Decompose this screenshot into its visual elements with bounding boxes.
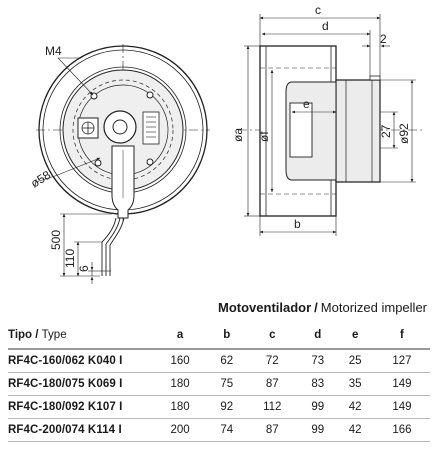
header-type: Tipo / Type <box>8 326 152 350</box>
value-cell: 92 <box>208 395 246 419</box>
table-header-row: Tipo / Type a b c d e f <box>8 326 430 350</box>
label-a: øa <box>231 128 245 142</box>
mount-hole <box>94 159 102 167</box>
label-d: d <box>322 19 329 33</box>
table-row: RF4C-160/062 K040 I 160 62 72 73 25 127 <box>8 349 430 373</box>
header-d: d <box>299 326 337 350</box>
value-cell: 83 <box>299 372 337 396</box>
motor-body <box>335 79 381 183</box>
header-e: e <box>336 326 374 350</box>
value-cell: 25 <box>336 349 374 373</box>
value-cell: 42 <box>336 418 374 442</box>
label-c: c <box>315 3 321 17</box>
value-cell: 87 <box>245 372 300 396</box>
value-cell: 127 <box>373 349 430 373</box>
value-cell: 72 <box>245 349 300 373</box>
label-6: 6 <box>77 265 91 272</box>
model-cell: RF4C-160/062 K040 I <box>8 349 152 373</box>
header-b: b <box>208 326 246 350</box>
table-row: RF4C-180/075 K069 I 180 75 87 83 35 149 <box>8 372 430 396</box>
label-f: øf <box>257 131 271 142</box>
label-phi92: ø92 <box>397 123 411 144</box>
value-cell: 149 <box>373 395 430 419</box>
model-cell: RF4C-180/075 K069 I <box>8 372 152 396</box>
value-cell: 166 <box>373 418 430 442</box>
value-cell: 42 <box>336 395 374 419</box>
label-110: 110 <box>63 249 77 268</box>
side-dimensions <box>244 14 416 236</box>
title-separator: / <box>314 300 318 315</box>
hub <box>103 110 137 144</box>
cable-leads <box>101 217 125 276</box>
value-cell: 180 <box>152 395 209 419</box>
value-cell: 200 <box>152 418 209 442</box>
value-cell: 87 <box>245 418 300 442</box>
label-2: 2 <box>380 32 387 46</box>
value-cell: 74 <box>208 418 246 442</box>
title-spanish: Motoventilador <box>218 300 312 315</box>
model-cell: RF4C-180/092 K107 I <box>8 395 152 419</box>
label-27: 27 <box>379 124 393 138</box>
label-e: e <box>303 97 310 111</box>
value-cell: 62 <box>208 349 246 373</box>
technical-drawing: M4 ø58 500 110 6 <box>28 3 425 284</box>
header-a: a <box>152 326 209 350</box>
mount-hole <box>146 158 154 166</box>
front-dimensions <box>35 57 112 284</box>
value-cell: 160 <box>152 349 209 373</box>
section-title: Motoventilador/Motorized impeller <box>0 300 427 315</box>
header-c: c <box>245 326 300 350</box>
value-cell: 99 <box>299 418 337 442</box>
value-cell: 75 <box>208 372 246 396</box>
title-english: Motorized impeller <box>320 300 427 315</box>
dimensions-table: Tipo / Type a b c d e f RF4C-160/062 K04… <box>8 326 430 442</box>
table-row: RF4C-200/074 K114 I 200 74 87 99 42 166 <box>8 418 430 442</box>
header-f: f <box>373 326 430 350</box>
label-b: b <box>294 217 301 231</box>
front-view <box>36 44 210 222</box>
value-cell: 112 <box>245 395 300 419</box>
mount-hole <box>146 91 154 99</box>
table-row: RF4C-180/092 K107 I 180 92 112 99 42 149 <box>8 395 430 419</box>
model-cell: RF4C-200/074 K114 I <box>8 418 152 442</box>
label-500: 500 <box>49 230 63 250</box>
value-cell: 73 <box>299 349 337 373</box>
value-cell: 180 <box>152 372 209 396</box>
rating-plate <box>142 111 160 145</box>
value-cell: 99 <box>299 395 337 419</box>
value-cell: 149 <box>373 372 430 396</box>
shaft-hub <box>289 102 313 158</box>
label-m4: M4 <box>45 44 62 58</box>
value-cell: 35 <box>336 372 374 396</box>
